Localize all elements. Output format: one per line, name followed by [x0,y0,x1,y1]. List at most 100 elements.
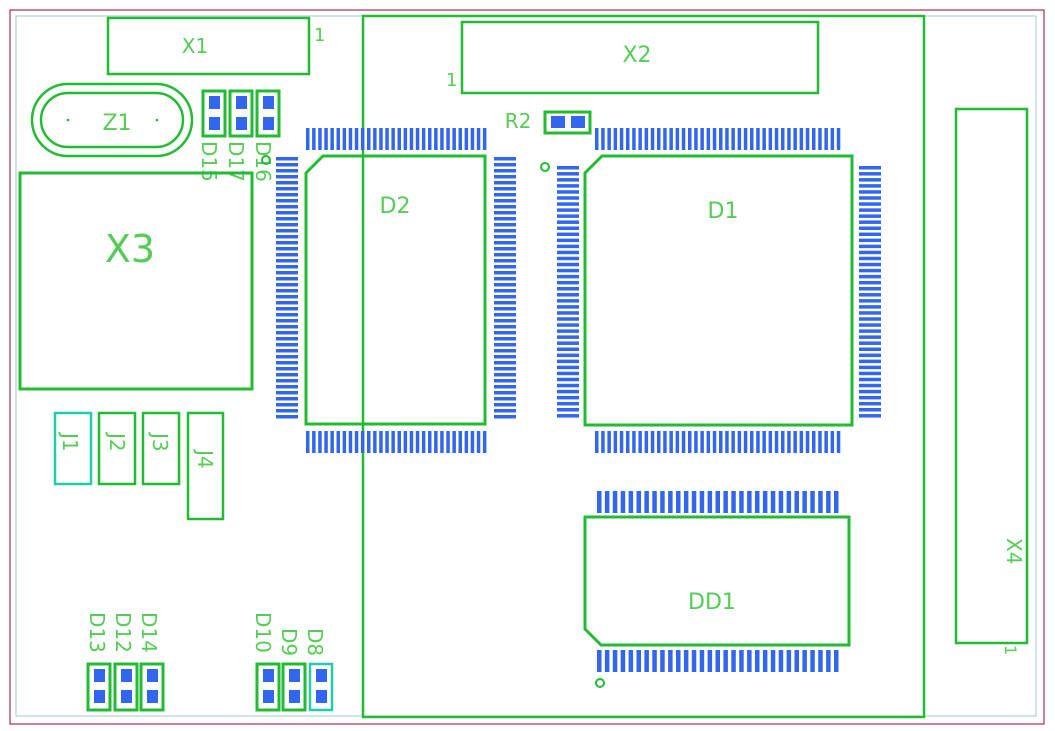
center-region-outline [361,14,926,719]
chip-dd1-top-pad [636,491,641,513]
chip-d1-bottom-pad [626,431,630,453]
chip-d1-right-pad [859,262,881,267]
led-d12-label: D12 [111,612,135,653]
chip-d2-top-pad [342,128,347,150]
chip-dd1-bottom-pad [731,650,736,672]
chip-d2-bottom-pad [336,431,340,453]
chip-dd1-top-pad [818,491,823,513]
chip-d1-left-pad [557,196,579,200]
led-d17-label: D17 [224,141,248,182]
chip-d2-bottom-pad [476,431,481,453]
chip-d2-right-pad [494,205,516,209]
chip-d2-left-pad [276,313,298,317]
chip-d1-right-pad [859,214,881,218]
led-d8-pad1 [316,669,327,682]
chip-dd1-top-pad [715,491,720,513]
chip-d1-top-pad [719,128,723,150]
chip-dd1-top-pad [644,491,649,513]
crystal-z1[interactable]: Z1 [30,82,194,158]
chip-d2-right-pad [494,157,516,161]
chip-d1-left-pad [557,208,579,212]
connector-x4[interactable]: X4 1 [954,107,1029,655]
chip-d2-top-pad [470,128,475,150]
chip-dd1-top-pad [691,491,697,513]
chip-d1-bottom-pad [805,431,810,453]
chip-d2-left-pad [276,193,298,197]
chip-d1-right-pad [859,377,881,382]
chip-d2-left-pad [276,181,298,185]
chip-d2-top-pad [360,128,365,150]
chip-d2-bottom-pad [391,431,395,453]
led-group-bottom-left[interactable]: D13 D12 D14 [85,612,165,712]
connector-x1[interactable]: X1 1 [106,16,325,76]
led-d15-label: D15 [197,141,221,182]
chip-d2-right-pad [494,313,516,317]
chip-dd1-bottom-pad [612,650,618,672]
connector-x2-body [460,20,820,95]
chip-d1-top-pad [787,128,791,150]
chip-d2-top-pad [397,128,401,150]
chip-d2-left-pad [276,277,298,281]
chip-d1-top-pad [619,128,624,150]
led-d12-pad1 [121,669,132,682]
led-d10-pad1 [263,669,274,682]
led-d12-pad2 [121,690,132,703]
chip-d1-right-pad [859,190,881,194]
chip-d2-right-pad [494,373,516,377]
chip-d2-right-pad [494,319,516,323]
chip-d1[interactable]: D1 [540,128,881,453]
chip-d1-right-pad [859,268,881,273]
chip-d1-left-pad [557,274,579,279]
chip-d2-top-pad [348,128,353,150]
chip-d1-left-pad [557,401,579,406]
chip-d1-left-pad [557,202,579,206]
chip-dd1-top-pad [604,491,610,513]
component-x3-label: X3 [105,227,155,271]
chip-d1-right-pad [859,226,881,230]
chip-d1-bottom-pad [731,431,735,453]
chip-dd1[interactable]: DD1 [583,491,851,688]
chip-d2[interactable]: D2 [261,128,516,453]
resistor-r2[interactable]: R2 [505,109,592,135]
chip-d2-top-pad [318,128,322,150]
chip-d2-top-pad [464,128,469,150]
led-d17-outline [228,89,254,138]
chip-d2-right-pad [494,175,516,179]
jumper-j2-outline [97,411,137,486]
chip-d1-right-pad [859,371,881,376]
jumper-j3-label: J3 [148,431,172,452]
chip-d2-left-pad [276,163,298,167]
chip-d1-bottom-pad [836,431,841,453]
chip-d1-top-pad [613,128,618,150]
chip-d1-left-pad [557,329,579,333]
chip-d2-right-pad [494,307,516,311]
chip-d1-right-pad [859,353,881,358]
chip-dd1-top-pad [652,491,657,513]
chip-d2-bottom-pad [324,431,328,453]
led-d13-label: D13 [85,612,109,653]
chip-d1-top-pad [830,128,835,150]
led-d16-outline [255,89,281,138]
component-x3[interactable]: X3 [18,171,254,391]
jumper-group[interactable]: J1 J2 J3 J4 [53,411,225,521]
chip-d2-right-pad [494,385,516,389]
chip-d2-right-pad [494,415,516,419]
chip-d1-bottom-pad [706,431,711,453]
chip-d1-bottom-pad [725,431,729,453]
led-group-top[interactable]: D15 D17 D16 [197,89,281,182]
chip-d2-right-pad [494,235,516,239]
chip-d2-top-pad [421,128,426,150]
chip-d1-top-pad [781,128,785,150]
chip-d2-left-pad [276,307,298,311]
chip-d1-bottom-pad [750,431,754,453]
chip-d2-bottom-pad [367,431,371,453]
chip-dd1-pin1-marker [595,678,605,688]
chip-dd1-top-pad [699,491,705,513]
chip-d1-left-pad [557,287,579,291]
chip-d2-bottom-pad [446,431,450,453]
chip-d1-left-pad [557,184,579,188]
led-group-bottom-center[interactable]: D10 D9 D8 [251,612,334,712]
chip-dd1-top-pad [810,491,815,513]
connector-x2[interactable]: X2 1 [446,20,820,95]
led-d13-pad1 [94,669,105,682]
